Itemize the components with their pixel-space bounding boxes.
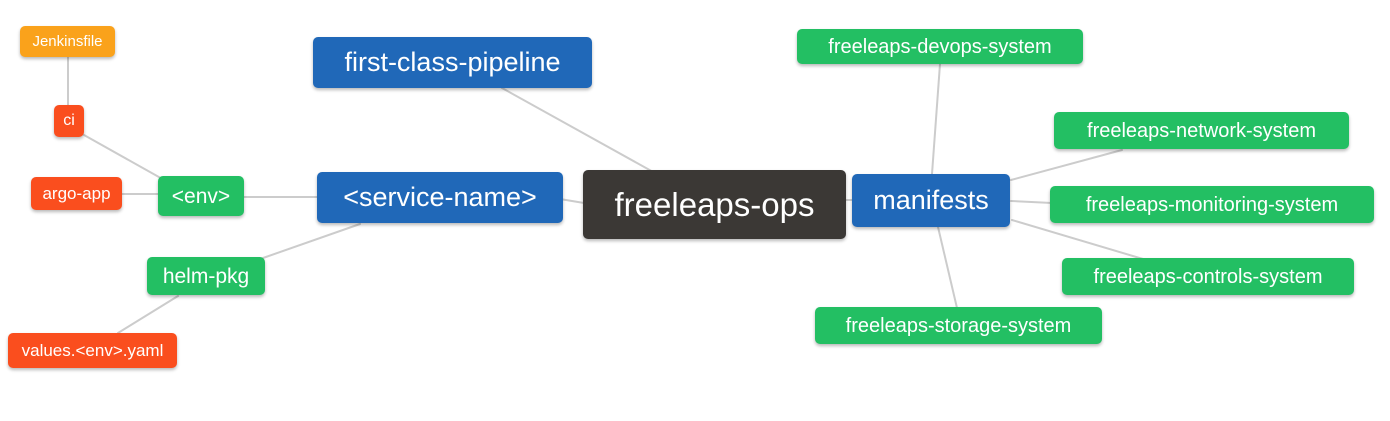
node-freeleaps-network-system[interactable]: freeleaps-network-system — [1054, 112, 1349, 149]
node-freeleaps-ops[interactable]: freeleaps-ops — [583, 170, 846, 239]
edge-manifests-freeleaps-monitoring-system — [1010, 200, 1053, 204]
node-jenkinsfile[interactable]: Jenkinsfile — [20, 26, 115, 57]
edge-manifests-freeleaps-devops-system — [931, 63, 941, 175]
node-first-class-pipeline[interactable]: first-class-pipeline — [313, 37, 592, 88]
edge-values-env-yaml-helm-pkg — [117, 295, 179, 334]
node-freeleaps-monitoring-system[interactable]: freeleaps-monitoring-system — [1050, 186, 1374, 223]
node-service-name[interactable]: <service-name> — [317, 172, 563, 223]
node-env[interactable]: <env> — [158, 176, 244, 216]
node-freeleaps-devops-system[interactable]: freeleaps-devops-system — [797, 29, 1083, 64]
node-argo-app[interactable]: argo-app — [31, 177, 122, 210]
node-ci[interactable]: ci — [54, 105, 84, 137]
node-helm-pkg[interactable]: helm-pkg — [147, 257, 265, 295]
node-freeleaps-controls-system[interactable]: freeleaps-controls-system — [1062, 258, 1354, 295]
node-freeleaps-storage-system[interactable]: freeleaps-storage-system — [815, 307, 1102, 344]
node-manifests[interactable]: manifests — [852, 174, 1010, 227]
edge-ci-env — [83, 134, 167, 182]
edge-first-class-pipeline-freeleaps-ops — [501, 87, 656, 174]
edge-manifests-freeleaps-network-system — [1010, 149, 1123, 181]
edge-helm-pkg-service-name — [262, 223, 361, 259]
edge-manifests-freeleaps-controls-system — [1011, 219, 1144, 260]
edge-manifests-freeleaps-storage-system — [937, 226, 958, 309]
node-values-env-yaml[interactable]: values.<env>.yaml — [8, 333, 177, 368]
